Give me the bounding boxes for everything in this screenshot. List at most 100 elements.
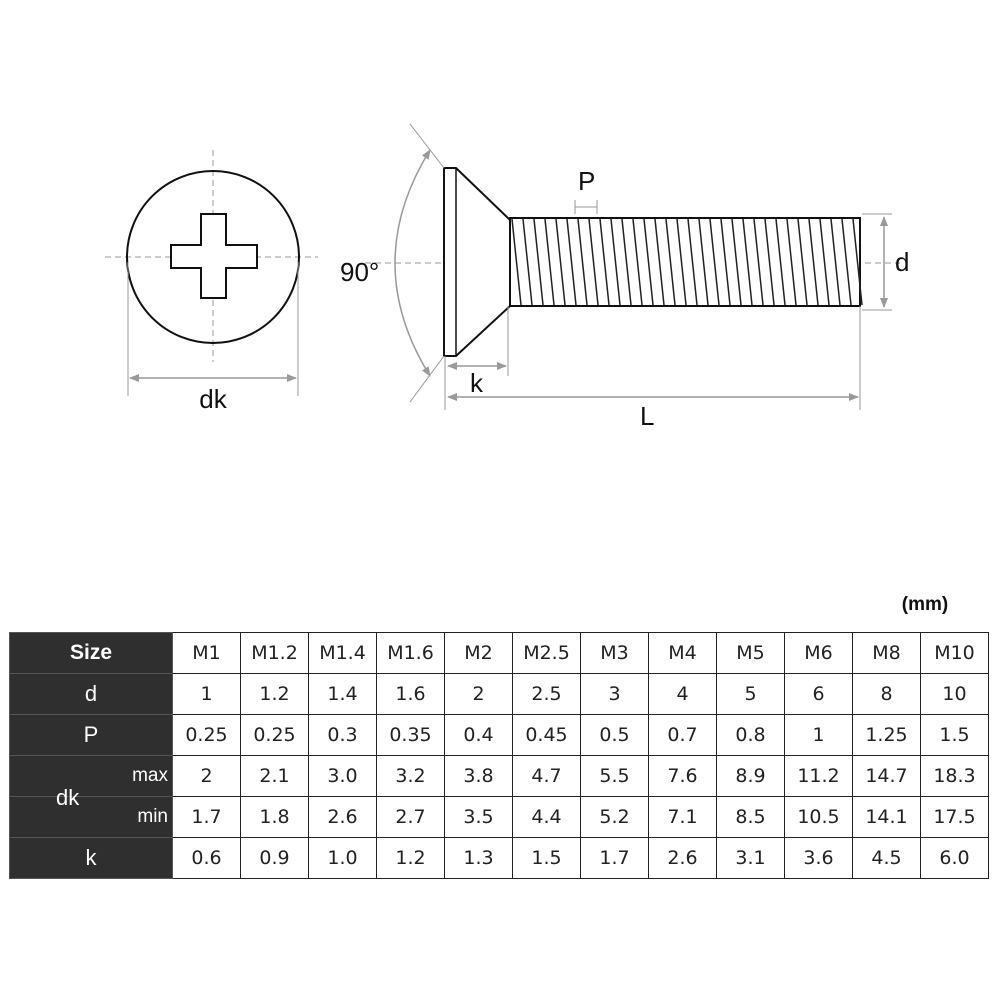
row-label-dk-max: max bbox=[9, 755, 173, 797]
size-cell: M2 bbox=[444, 632, 513, 674]
thread-line bbox=[720, 218, 731, 306]
table-cell: 3.8 bbox=[444, 755, 513, 797]
size-cell: M1 bbox=[172, 632, 241, 674]
table-cell: 17.5 bbox=[920, 796, 989, 838]
thread-line bbox=[544, 218, 555, 306]
row-label-size: Size bbox=[9, 632, 173, 674]
screw-side-view: 90° P d k L bbox=[340, 123, 909, 431]
table-cell: 1 bbox=[784, 714, 853, 756]
spec-table: Size M1 M1.2 M1.4 M1.6 M2 M2.5 M3 M4 M5 … bbox=[9, 632, 989, 879]
table-cell: 0.45 bbox=[512, 714, 581, 756]
row-label-d: d bbox=[9, 673, 173, 715]
thread-line bbox=[610, 218, 621, 306]
table-row-k: k 0.6 0.9 1.0 1.2 1.3 1.5 1.7 2.6 3.1 3.… bbox=[9, 837, 989, 879]
table-cell: 1.2 bbox=[240, 673, 309, 715]
table-cell: 5.5 bbox=[580, 755, 649, 797]
table-cell: 10.5 bbox=[784, 796, 853, 838]
table-cell: 1.3 bbox=[444, 837, 513, 879]
head-top-view: dk bbox=[105, 150, 318, 414]
thread-line bbox=[566, 218, 577, 306]
thread-line bbox=[830, 218, 841, 306]
thread-line bbox=[522, 218, 533, 306]
thread-line bbox=[599, 218, 610, 306]
thread-line bbox=[775, 218, 786, 306]
thread-line bbox=[588, 218, 599, 306]
table-cell: 0.3 bbox=[308, 714, 377, 756]
size-cell: M3 bbox=[580, 632, 649, 674]
table-cell: 14.1 bbox=[852, 796, 921, 838]
table-row-size: Size M1 M1.2 M1.4 M1.6 M2 M2.5 M3 M4 M5 … bbox=[9, 632, 989, 674]
table-cell: 8 bbox=[852, 673, 921, 715]
table-cell: 0.4 bbox=[444, 714, 513, 756]
table-row-dk-min: dk min 1.7 1.8 2.6 2.7 3.5 4.4 5.2 7.1 8… bbox=[9, 785, 989, 838]
thread-line bbox=[533, 218, 544, 306]
table-cell: 1 bbox=[172, 673, 241, 715]
table-cell: 0.6 bbox=[172, 837, 241, 879]
table-cell: 0.35 bbox=[376, 714, 445, 756]
row-label-dk: dk bbox=[56, 785, 80, 810]
thread-line bbox=[665, 218, 676, 306]
size-cell: M5 bbox=[716, 632, 785, 674]
table-cell: 0.5 bbox=[580, 714, 649, 756]
thread-line bbox=[709, 218, 720, 306]
table-row-dk-max: max 2 2.1 3.0 3.2 3.8 4.7 5.5 7.6 8.9 11… bbox=[9, 755, 989, 797]
thread-line bbox=[808, 218, 819, 306]
table-cell: 1.4 bbox=[308, 673, 377, 715]
table-cell: 6.0 bbox=[920, 837, 989, 879]
dim-label-l: L bbox=[640, 401, 654, 431]
thread-line bbox=[621, 218, 632, 306]
table-cell: 3.5 bbox=[444, 796, 513, 838]
thread-line bbox=[841, 218, 852, 306]
thread-line bbox=[676, 218, 687, 306]
size-cell: M4 bbox=[648, 632, 717, 674]
table-cell: 2 bbox=[172, 755, 241, 797]
table-cell: 4 bbox=[648, 673, 717, 715]
table-cell: 4.4 bbox=[512, 796, 581, 838]
table-row-p: P 0.25 0.25 0.3 0.35 0.4 0.45 0.5 0.7 0.… bbox=[9, 714, 989, 756]
table-cell: 3.1 bbox=[716, 837, 785, 879]
table-cell: 2.6 bbox=[308, 796, 377, 838]
dim-label-d: d bbox=[895, 247, 909, 277]
table-cell: 3 bbox=[580, 673, 649, 715]
dim-label-dk: dk bbox=[199, 384, 227, 414]
table-cell: 0.7 bbox=[648, 714, 717, 756]
unit-label: (mm) bbox=[901, 594, 949, 615]
table-cell: 6 bbox=[784, 673, 853, 715]
table-cell: 1.0 bbox=[308, 837, 377, 879]
table-cell: 1.2 bbox=[376, 837, 445, 879]
table-cell: 1.5 bbox=[512, 837, 581, 879]
dim-label-k: k bbox=[470, 368, 484, 398]
table-cell: 3.2 bbox=[376, 755, 445, 797]
thread-line bbox=[643, 218, 654, 306]
table-cell: 2.1 bbox=[240, 755, 309, 797]
table-cell: 2.5 bbox=[512, 673, 581, 715]
table-cell: 11.2 bbox=[784, 755, 853, 797]
table-cell: 2 bbox=[444, 673, 513, 715]
thread-line bbox=[852, 218, 863, 306]
table-cell: 8.9 bbox=[716, 755, 785, 797]
size-cell: M1.2 bbox=[240, 632, 309, 674]
row-label-p: P bbox=[9, 714, 173, 756]
table-cell: 1.8 bbox=[240, 796, 309, 838]
thread-line bbox=[654, 218, 665, 306]
size-cell: M10 bbox=[920, 632, 989, 674]
thread-line bbox=[577, 218, 588, 306]
dim-label-angle: 90° bbox=[340, 257, 379, 287]
table-cell: 8.5 bbox=[716, 796, 785, 838]
table-cell: 1.5 bbox=[920, 714, 989, 756]
sub-label-max: max bbox=[132, 765, 168, 786]
table-cell: 3.6 bbox=[784, 837, 853, 879]
table-cell: 3.0 bbox=[308, 755, 377, 797]
table-row-d: d 1 1.2 1.4 1.6 2 2.5 3 4 5 6 8 10 bbox=[9, 673, 989, 715]
thread-line bbox=[698, 218, 709, 306]
table-cell: 2.7 bbox=[376, 796, 445, 838]
thread-line bbox=[742, 218, 753, 306]
table-cell: 1.25 bbox=[852, 714, 921, 756]
thread-line bbox=[687, 218, 698, 306]
table-cell: 2.6 bbox=[648, 837, 717, 879]
table-cell: 4.5 bbox=[852, 837, 921, 879]
table-cell: 7.6 bbox=[648, 755, 717, 797]
table-cell: 0.8 bbox=[716, 714, 785, 756]
table-cell: 7.1 bbox=[648, 796, 717, 838]
table-cell: 1.7 bbox=[172, 796, 241, 838]
